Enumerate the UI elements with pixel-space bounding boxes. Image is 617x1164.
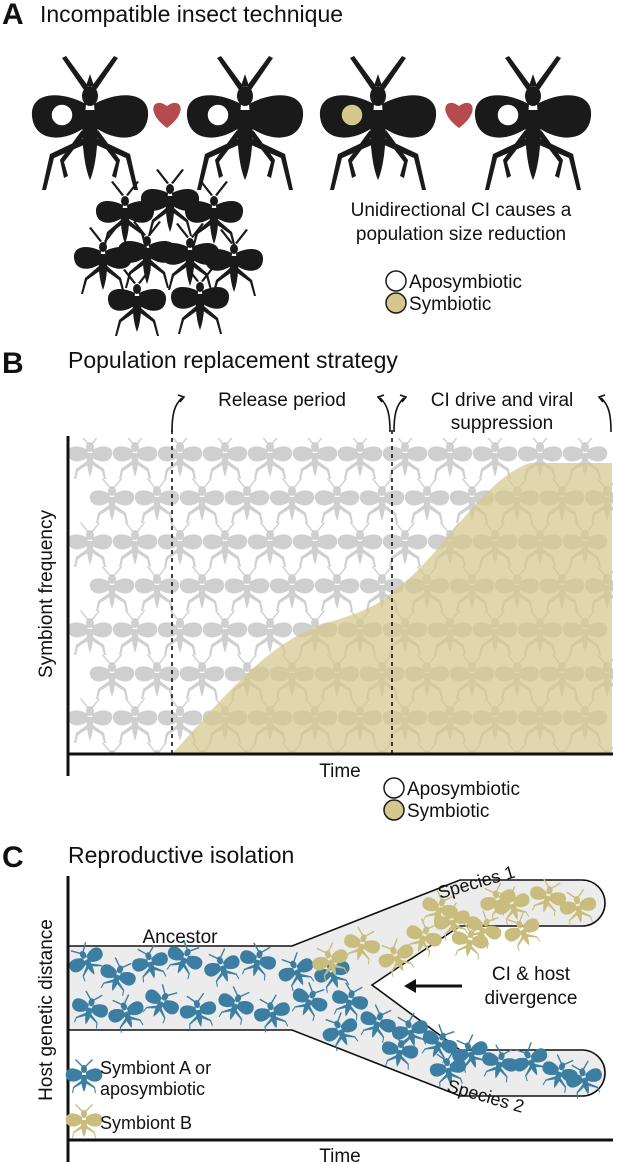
legend-a-symbiotic-label: Symbiotic (409, 294, 491, 315)
background-insect (202, 610, 248, 655)
background-insect (224, 478, 270, 523)
panel-c-letter: C (2, 841, 24, 874)
legend-b-symbiotic-label: Symbiotic (407, 801, 489, 822)
background-insect (202, 522, 248, 567)
background-insect (134, 742, 180, 754)
legend-c-b-label: Symbiont B (100, 1113, 192, 1133)
insect-male-symbiotic (319, 56, 437, 190)
divergence-label-2: divergence (485, 988, 578, 1009)
background-insect (247, 438, 293, 479)
background-insect (157, 438, 203, 479)
background-insect (269, 566, 315, 611)
ancestor-label: Ancestor (143, 927, 219, 948)
background-insect (472, 438, 518, 479)
panel-c-x-label: Time (319, 1146, 361, 1164)
background-insect (337, 438, 383, 479)
arrow-head-icon (404, 979, 416, 993)
symbiont-b-legend-icon (65, 1104, 103, 1138)
heart-icon (153, 102, 181, 128)
panel-a-caption-1: Unidirectional CI causes a (351, 200, 572, 221)
background-insect (179, 478, 225, 523)
release-bracket-right (379, 397, 391, 433)
panel-c-title: Reproductive isolation (68, 842, 294, 868)
background-insect (112, 438, 158, 479)
drive-bracket-left (393, 397, 405, 433)
symbiont-a-legend-icon (65, 1059, 103, 1093)
background-insect (292, 522, 338, 567)
legend-a-aposymbiotic-label: Aposymbiotic (409, 272, 522, 293)
legend-a-symbiotic-swatch (385, 292, 407, 314)
insect-female-aposymbiotic-2 (474, 56, 592, 190)
panel-b-title: Population replacement strategy (68, 347, 398, 373)
offspring-cluster (73, 169, 264, 336)
panel-c-y-label: Host genetic distance (36, 919, 57, 1101)
background-insect (134, 478, 180, 523)
legend-b-aposymbiotic-label: Aposymbiotic (407, 779, 520, 800)
background-insect (337, 522, 383, 567)
legend-b-symbiotic-swatch (383, 799, 405, 821)
release-bracket-left (171, 397, 183, 433)
legend-b-aposymbiotic-swatch (383, 777, 405, 799)
background-insect (314, 566, 360, 611)
male-symbol-icon (50, 103, 74, 127)
background-insect (89, 478, 135, 523)
background-insect (112, 610, 158, 655)
drive-label-2: suppression (451, 413, 553, 434)
background-insect (269, 478, 315, 523)
background-insect (382, 438, 428, 479)
background-insect (68, 438, 113, 479)
legend-c-a-line1: Symbiont A or (100, 1058, 211, 1078)
background-insect (89, 654, 135, 699)
lineage-tube (67, 879, 606, 1097)
background-insect (112, 522, 158, 567)
drive-bracket-right (600, 397, 612, 433)
background-insect (179, 654, 225, 699)
background-insect (134, 654, 180, 699)
panel-a-title: Incompatible insect technique (40, 1, 343, 27)
sex-symbols-left (50, 103, 230, 127)
background-insect (314, 478, 360, 523)
background-insect (89, 742, 135, 754)
insect-female-aposymbiotic (186, 56, 304, 190)
background-insect (89, 566, 135, 611)
background-insect (404, 478, 450, 523)
background-insect (382, 522, 428, 567)
legend-c-a-line2: aposymbiotic (100, 1079, 205, 1099)
female-symbol-icon (206, 103, 230, 127)
background-insect (68, 698, 113, 743)
background-insect (427, 438, 473, 479)
background-insect (112, 698, 158, 743)
background-insect (157, 610, 203, 655)
drive-label-1: CI drive and viral (431, 390, 574, 411)
background-insect (292, 438, 338, 479)
panel-b-letter: B (2, 347, 24, 380)
background-insect (247, 522, 293, 567)
panel-b-y-label: Symbiont frequency (36, 510, 57, 678)
background-insect (68, 522, 113, 567)
divergence-label-1: CI & host (492, 964, 571, 985)
panel-a-letter: A (2, 0, 24, 31)
panel-a-caption-2: population size reduction (356, 224, 566, 245)
panel-b-x-label: Time (319, 761, 361, 782)
background-insect (68, 610, 113, 655)
heart-icon-2 (445, 102, 473, 128)
background-insect (157, 522, 203, 567)
female-symbol-icon-2 (496, 103, 520, 127)
release-period-label: Release period (218, 390, 346, 411)
male-symbiotic-symbol-icon (340, 103, 364, 127)
background-insect (134, 566, 180, 611)
insect-male-aposymbiotic (31, 56, 149, 190)
background-insect (224, 566, 270, 611)
background-insect (179, 566, 225, 611)
legend-a-aposymbiotic-swatch (385, 270, 407, 292)
background-insect (359, 478, 405, 523)
background-insect (202, 438, 248, 479)
